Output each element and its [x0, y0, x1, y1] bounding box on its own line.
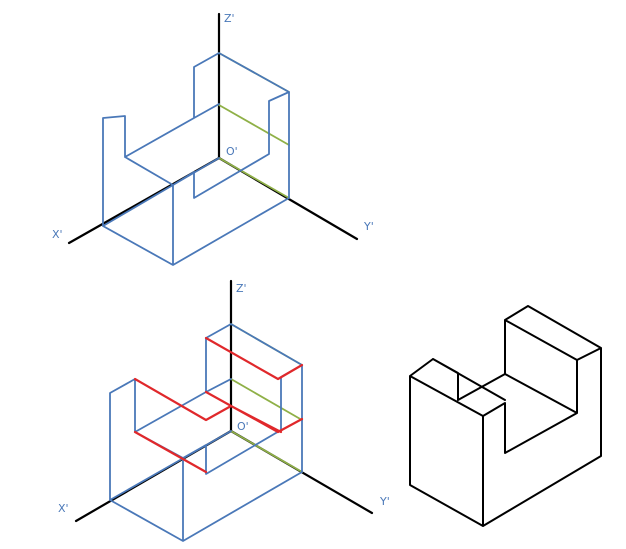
top-x-label: X' — [52, 228, 63, 241]
top-axes — [67, 12, 359, 245]
bottom-box-outline — [109, 323, 303, 542]
bottom-x-label: X' — [58, 502, 69, 515]
bottom-isometric-drawing: Z' X' Y' O' — [58, 279, 390, 542]
guide-line — [230, 323, 303, 473]
box-outline-path — [102, 52, 290, 266]
top-y-label: Y' — [363, 220, 374, 233]
final-u-block-solid — [409, 305, 602, 527]
top-box-outline — [102, 52, 290, 266]
top-origin-label: O' — [226, 145, 238, 158]
bottom-cut-lines — [133, 336, 304, 474]
top-isometric-drawing: Z' X' Y' O' — [52, 12, 374, 266]
solid-outline-path — [409, 305, 602, 527]
top-z-label: Z' — [224, 12, 235, 25]
bottom-guide-lines — [230, 323, 303, 473]
bottom-origin-label: O' — [237, 420, 249, 433]
bottom-z-label: Z' — [236, 282, 247, 295]
box-outline-path — [109, 323, 303, 542]
bottom-y-label: Y' — [379, 495, 390, 508]
cut-line — [133, 336, 304, 474]
